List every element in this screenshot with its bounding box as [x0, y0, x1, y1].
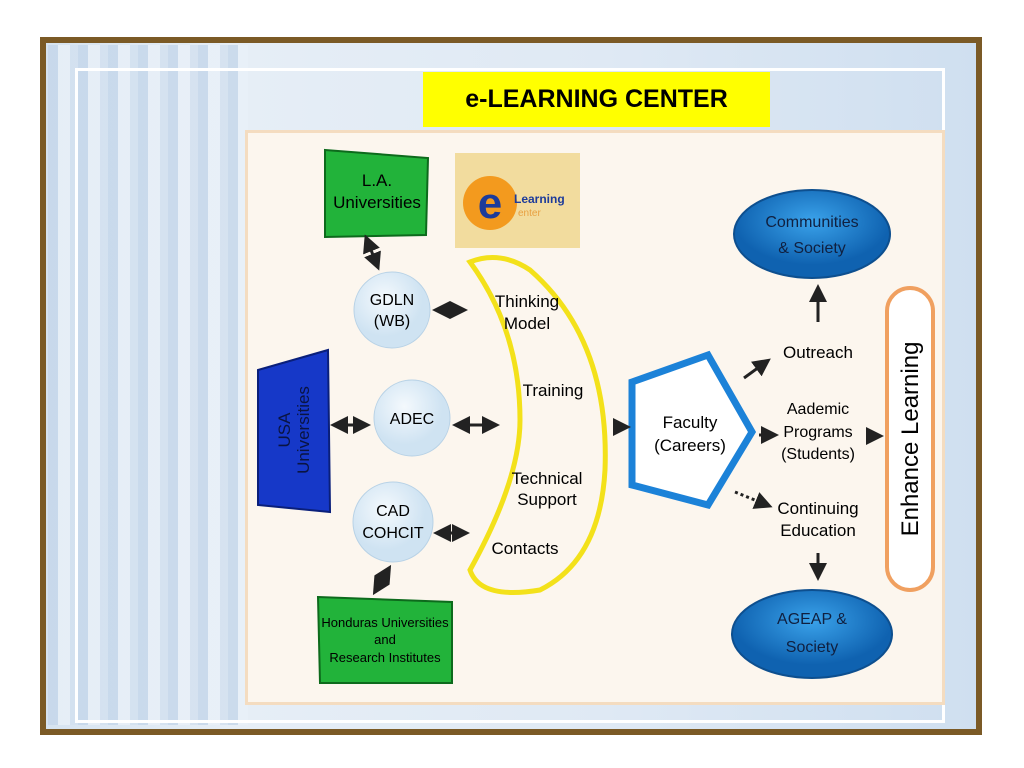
continuing-line1: Continuing [777, 499, 858, 518]
academic-line2: Programs [783, 424, 852, 441]
enhance-label: Enhance Learning [897, 342, 924, 537]
faculty-pentagon: Faculty (Careers) [628, 350, 757, 510]
honduras-line1: Honduras Universities [321, 615, 449, 630]
thinking-line1: Thinking [495, 292, 559, 311]
technical-line1: Technical [512, 469, 583, 488]
logo-line2: enter [518, 208, 541, 219]
communities-line2: & Society [778, 240, 846, 257]
ageap-line2: Society [786, 639, 838, 656]
e-learning-center-logo: e Learning enter [455, 153, 580, 248]
cad-line2: COHCIT [362, 525, 424, 542]
enhance-learning-box: Enhance Learning [885, 286, 935, 592]
la-line1: L.A. [362, 171, 392, 190]
arrow-continuing [734, 490, 773, 509]
academic-line3: (Students) [781, 446, 855, 463]
academic-line1: Aademic [787, 401, 849, 418]
services-crescent [466, 255, 608, 595]
usa-universities-box: USA Universities [257, 348, 332, 514]
cad-cohcit-node: CAD COHCIT [352, 481, 434, 563]
adec-node: ADEC [373, 379, 451, 457]
arrow-la-gdln [363, 234, 381, 271]
la-line2: Universities [333, 193, 421, 212]
gdln-node: GDLN (WB) [353, 271, 431, 349]
arrow-outreach [743, 358, 771, 380]
gdln-line1: GDLN [370, 292, 414, 309]
arrows [330, 234, 884, 596]
communities-ellipse: Communities & Society [733, 189, 891, 279]
communities-line1: Communities [765, 214, 858, 231]
continuing-line2: Education [780, 521, 856, 540]
training-label: Training [523, 381, 584, 400]
honduras-universities-box: Honduras Universities and Research Insti… [316, 595, 453, 684]
outreach-label: Outreach [783, 343, 853, 362]
logo-line1: Learning [514, 192, 565, 206]
ageap-ellipse: AGEAP & Society [731, 589, 893, 679]
technical-line2: Support [517, 490, 577, 509]
honduras-line2: and [374, 632, 396, 647]
honduras-line3: Research Institutes [329, 650, 441, 665]
cad-line1: CAD [376, 503, 410, 520]
arrow-cad-honduras [372, 564, 392, 596]
adec-label: ADEC [390, 411, 434, 428]
usa-line1: USA [275, 412, 294, 448]
ageap-line1: AGEAP & [777, 611, 847, 628]
gdln-line2: (WB) [374, 313, 410, 330]
contacts-label: Contacts [491, 539, 558, 558]
logo-letter: e [478, 179, 502, 228]
slide-title: e-LEARNING CENTER [423, 72, 770, 127]
usa-line2: Universities [294, 386, 313, 474]
faculty-line2: (Careers) [654, 436, 726, 455]
faculty-line1: Faculty [663, 413, 718, 432]
thinking-line2: Model [504, 314, 550, 333]
background-pillar-image [48, 45, 248, 725]
la-universities-box: L.A. Universities [324, 148, 430, 239]
